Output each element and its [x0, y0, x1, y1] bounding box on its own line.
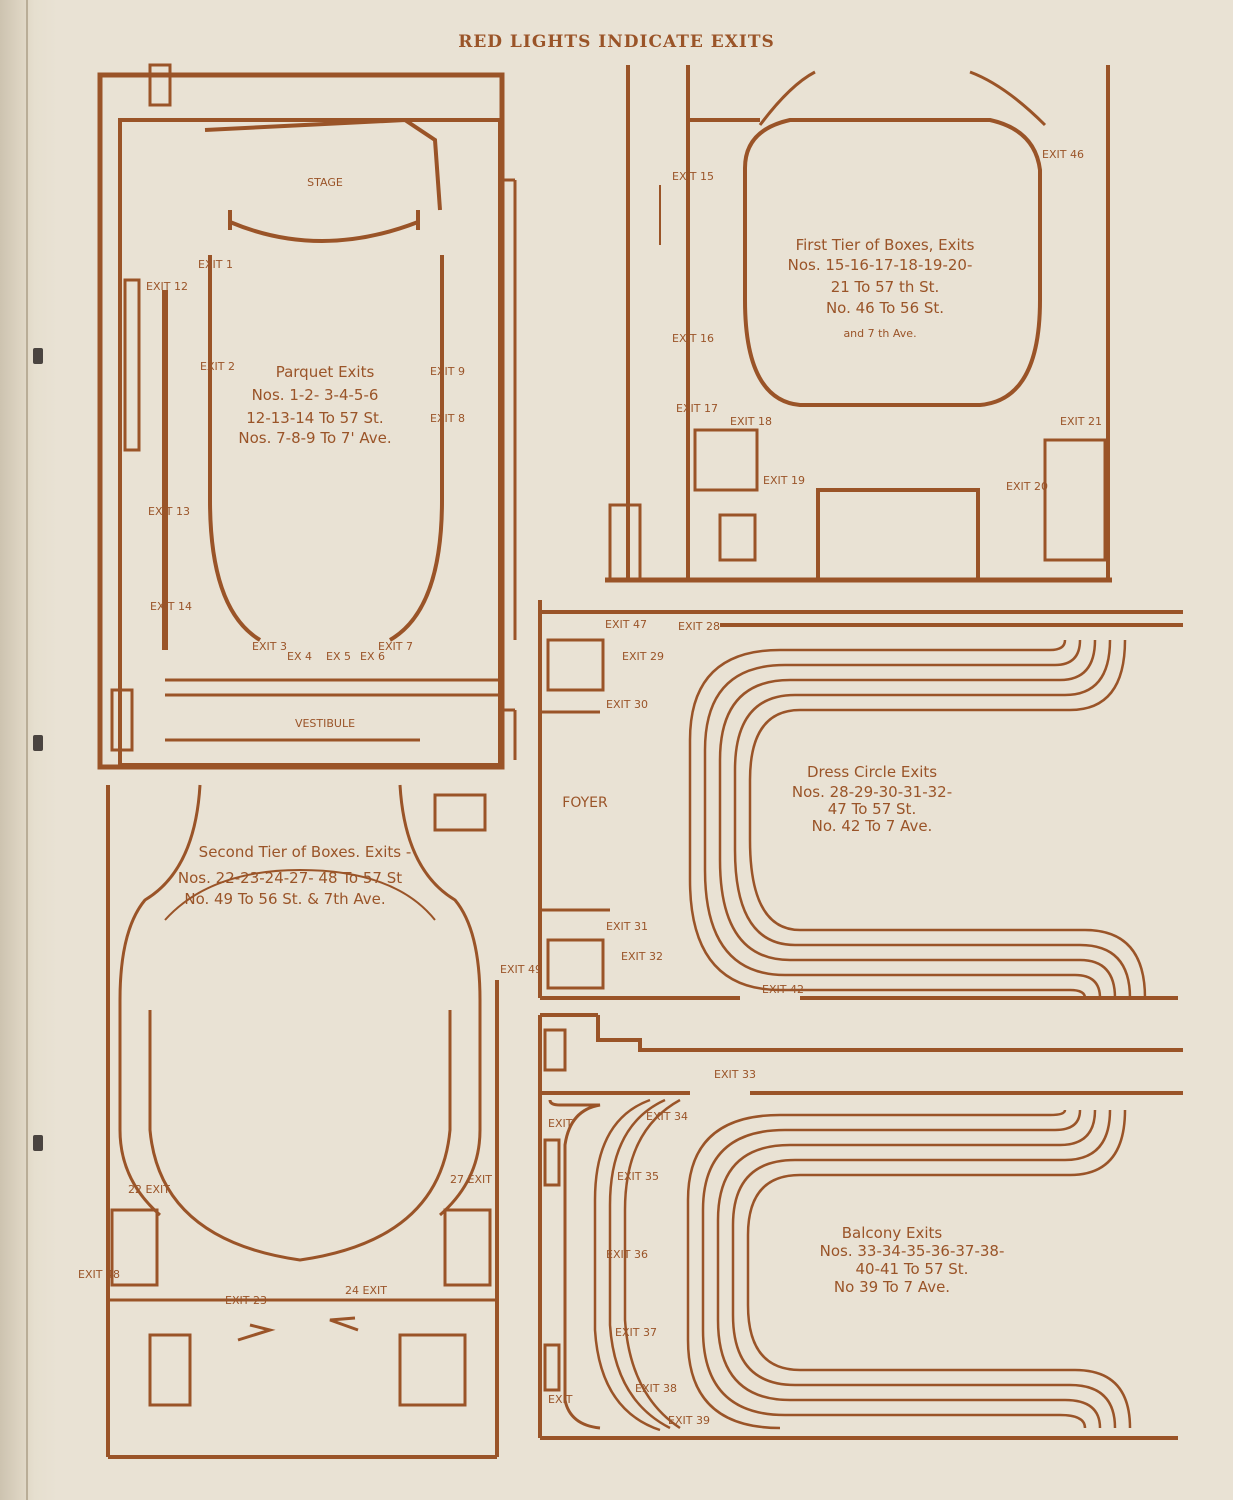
- vestibule-label: VESTIBULE: [295, 717, 355, 730]
- first-tier-line-2: 21 To 57 th St.: [831, 278, 940, 296]
- parquet-labels: STAGE VESTIBULE Parquet Exits Nos. 1-2- …: [146, 176, 465, 730]
- balcony-labels: Balcony Exits Nos. 33-34-35-36-37-38- 40…: [548, 1068, 1004, 1427]
- exit-label: EXIT 19: [763, 474, 805, 487]
- exit-label: EXIT 32: [621, 950, 663, 963]
- exit-label: EX 4: [287, 650, 312, 663]
- exit-label: 27 EXIT: [450, 1173, 492, 1186]
- second-tier-heading: Second Tier of Boxes. Exits -: [199, 843, 412, 861]
- first-tier-line-1: Nos. 15-16-17-18-19-20-: [788, 256, 973, 274]
- exit-label: EXIT 3: [252, 640, 287, 653]
- exit-label: EXIT 35: [617, 1170, 659, 1183]
- parquet-line-2: 12-13-14 To 57 St.: [246, 409, 383, 427]
- exit-label: EXIT: [548, 1117, 573, 1130]
- exit-label: 24 EXIT: [345, 1284, 387, 1297]
- second-tier-plan: [106, 784, 499, 1459]
- exit-label: EXIT 30: [606, 698, 648, 711]
- exit-label: EXIT 21: [1060, 415, 1102, 428]
- exit-label: EXIT: [548, 1393, 573, 1406]
- balcony-line-1: Nos. 33-34-35-36-37-38-: [820, 1242, 1005, 1260]
- parquet-line-3: Nos. 7-8-9 To 7' Ave.: [238, 429, 391, 447]
- staple: [33, 735, 43, 751]
- second-tier-line-1: Nos. 22-23-24-27- 48 To 57 St: [178, 869, 402, 887]
- exit-label: EXIT 17: [676, 402, 718, 415]
- exit-label: 22 EXIT: [128, 1183, 170, 1196]
- foyer-label: FOYER: [562, 795, 608, 811]
- parquet-line-1: Nos. 1-2- 3-4-5-6: [252, 386, 379, 404]
- page-title: RED LIGHTS INDICATE EXITS: [458, 32, 775, 52]
- exit-label: EX 5: [326, 650, 351, 663]
- exit-label: EXIT 7: [378, 640, 413, 653]
- exit-label: EXIT 12: [146, 280, 188, 293]
- exit-label: EXIT 20: [1006, 480, 1048, 493]
- second-tier-labels: Second Tier of Boxes. Exits - Nos. 22-23…: [78, 843, 542, 1307]
- exit-label: EXIT 13: [148, 505, 190, 518]
- dress-circle-line-1: Nos. 28-29-30-31-32-: [792, 783, 952, 801]
- exit-label: EXIT 14: [150, 600, 192, 613]
- first-tier-plan: [605, 65, 1112, 583]
- exit-label: EXIT 37: [615, 1326, 657, 1339]
- spine-fold: [26, 0, 28, 1500]
- exit-label: EXIT 8: [430, 412, 465, 425]
- exit-label: EXIT 42: [762, 983, 804, 996]
- second-tier-line-2: No. 49 To 56 St. & 7th Ave.: [184, 890, 385, 908]
- exit-label: EXIT 16: [672, 332, 714, 345]
- exit-label: EXIT 1: [198, 258, 233, 271]
- exit-label: EXIT 39: [668, 1414, 710, 1427]
- staple: [33, 348, 43, 364]
- exit-label: EXIT 47: [605, 618, 647, 631]
- exit-label: EXIT 46: [1042, 148, 1084, 161]
- exit-label: EXIT 2: [200, 360, 235, 373]
- parquet-plan: [97, 63, 517, 770]
- exit-label: EXIT 36: [606, 1248, 648, 1261]
- first-tier-labels: First Tier of Boxes, Exits Nos. 15-16-17…: [672, 148, 1102, 493]
- exit-label: EXIT 9: [430, 365, 465, 378]
- dress-circle-line-2: 47 To 57 St.: [828, 800, 916, 818]
- balcony-heading: Balcony Exits: [842, 1224, 943, 1242]
- exit-label: EXIT 23: [225, 1294, 267, 1307]
- dress-circle-line-3: No. 42 To 7 Ave.: [812, 817, 933, 835]
- exit-label: EXIT 49: [500, 963, 542, 976]
- exit-label: EXIT 38: [635, 1382, 677, 1395]
- exit-label: EXIT 34: [646, 1110, 688, 1123]
- exit-label: EXIT 33: [714, 1068, 756, 1081]
- first-tier-line-4: and 7 th Ave.: [843, 327, 916, 340]
- exit-label: EXIT 28: [678, 620, 720, 633]
- first-tier-line-3: No. 46 To 56 St.: [826, 299, 944, 317]
- binding-edge: [0, 0, 58, 1500]
- first-tier-heading: First Tier of Boxes, Exits: [796, 236, 975, 254]
- dress-circle-labels: FOYER Dress Circle Exits Nos. 28-29-30-3…: [562, 618, 952, 996]
- staple: [33, 1135, 43, 1151]
- exit-label: EX 6: [360, 650, 385, 663]
- exit-label: EXIT 15: [672, 170, 714, 183]
- balcony-line-3: No 39 To 7 Ave.: [834, 1278, 950, 1296]
- balcony-line-2: 40-41 To 57 St.: [856, 1260, 969, 1278]
- dress-circle-heading: Dress Circle Exits: [807, 763, 937, 781]
- exit-label: EXIT 18: [730, 415, 772, 428]
- exit-label: EXIT 48: [78, 1268, 120, 1281]
- exit-label: EXIT 29: [622, 650, 664, 663]
- stage-label: STAGE: [307, 176, 343, 189]
- dress-circle-plan: [538, 600, 1183, 1000]
- exit-label: EXIT 31: [606, 920, 648, 933]
- parquet-heading: Parquet Exits: [276, 363, 375, 381]
- balcony-plan: [538, 1013, 1183, 1440]
